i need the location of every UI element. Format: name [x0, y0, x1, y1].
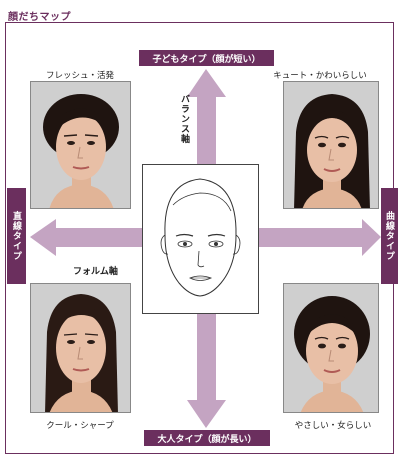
right-arrowhead	[362, 219, 381, 256]
up-arrowhead	[187, 69, 226, 97]
center-face-illustration	[142, 164, 259, 314]
photo-cool-sharp	[30, 283, 131, 413]
caption-top-left: フレッシュ・活発	[45, 71, 114, 81]
axis-left-label: 直線タイプ	[7, 188, 26, 284]
photo-gentle-feminine	[283, 283, 379, 413]
balance-axis-name: バランス軸	[179, 94, 189, 144]
photo-cute-lovely	[283, 81, 379, 209]
caption-bottom-left: クール・シャープ	[46, 421, 114, 431]
caption-top-right: キュート・かわいらしい	[273, 71, 367, 81]
axis-top-label: 子どもタイプ（顔が短い）	[139, 50, 274, 66]
form-axis-name: フォルム軸	[73, 267, 118, 277]
axis-bottom-label: 大人タイプ（顔が長い）	[144, 430, 270, 446]
caption-bottom-right: やさしい・女らしい	[294, 421, 372, 431]
down-arrowhead	[187, 400, 226, 428]
map-title: 顔だちマップ	[8, 12, 71, 23]
left-arrowhead	[30, 219, 56, 256]
photo-fresh-active	[30, 81, 131, 209]
axis-right-label: 曲線タイプ	[381, 188, 398, 284]
